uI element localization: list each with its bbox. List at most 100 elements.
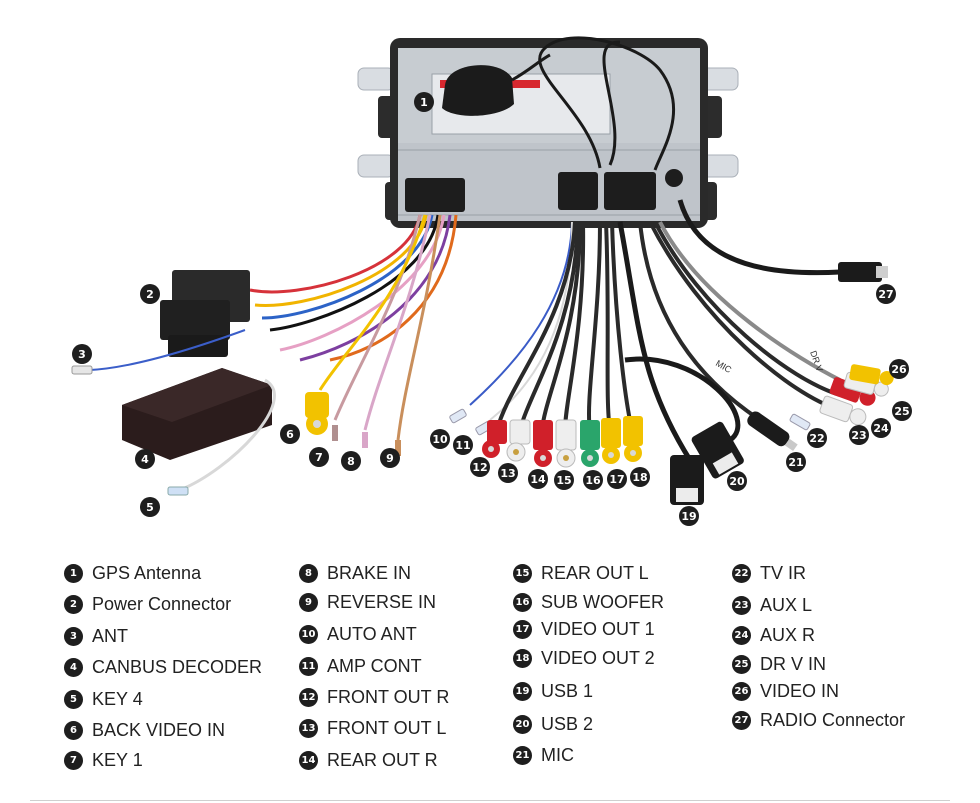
callout-10: 10 <box>430 429 450 449</box>
key4-terminal <box>167 486 189 496</box>
power-harness <box>249 214 458 441</box>
legend-number: 19 <box>513 682 532 701</box>
wiring-diagram: MIC DR V <box>71 36 894 505</box>
callout-22: 22 <box>807 428 827 448</box>
legend-item: 7 KEY 1 <box>64 750 143 771</box>
legend-label: REAR OUT R <box>327 750 438 770</box>
back-video-in-rca <box>305 392 329 435</box>
legend-item: 9 REVERSE IN <box>299 592 436 613</box>
legend-number: 9 <box>299 593 318 612</box>
legend-number: 20 <box>513 715 532 734</box>
rca-video-out-1 <box>601 418 621 464</box>
usb-1-plug <box>670 455 704 505</box>
rca-sub-woofer <box>580 420 600 467</box>
callout-23: 23 <box>849 425 869 445</box>
mic-plug <box>747 411 798 452</box>
gps-antenna <box>442 36 676 171</box>
legend-number: 22 <box>732 564 751 583</box>
audio-harness <box>469 199 841 462</box>
callout-4: 4 <box>135 449 155 469</box>
legend-label: USB 2 <box>541 714 594 734</box>
legend-label: CANBUS DECODER <box>92 657 263 677</box>
key4-wire <box>179 378 276 492</box>
callout-3: 3 <box>72 344 92 364</box>
head-unit <box>357 38 739 228</box>
callout-14: 14 <box>528 469 548 489</box>
legend-item: 21 MIC <box>513 745 574 766</box>
legend-label: AUTO ANT <box>327 624 417 644</box>
legend-number: 13 <box>299 719 318 738</box>
legend-number: 3 <box>64 627 83 646</box>
legend-item: 3 ANT <box>64 626 128 647</box>
legend-label: SUB WOOFER <box>541 592 665 612</box>
legend-label: FRONT OUT L <box>327 718 447 738</box>
callout-5: 5 <box>140 497 160 517</box>
legend-item: 10 AUTO ANT <box>299 624 417 645</box>
bottom-divider <box>30 800 950 801</box>
rca-rear-out-r <box>533 420 553 467</box>
rca-front-out-l <box>506 419 531 462</box>
callout-13: 13 <box>498 463 518 483</box>
legend-number: 18 <box>513 649 532 668</box>
legend-label: BRAKE IN <box>327 563 412 583</box>
rca-rear-out-l <box>555 419 577 468</box>
legend-number: 7 <box>64 751 83 770</box>
callout-15: 15 <box>554 470 574 490</box>
callout-26: 26 <box>889 359 909 379</box>
legend-label: AMP CONT <box>327 656 422 676</box>
legend-label: BACK VIDEO IN <box>92 720 226 740</box>
legend-number: 15 <box>513 564 532 583</box>
legend-item: 8 BRAKE IN <box>299 563 411 584</box>
legend-item: 6 BACK VIDEO IN <box>64 720 225 741</box>
callout-7: 7 <box>309 447 329 467</box>
legend-number: 23 <box>732 596 751 615</box>
legend-number: 27 <box>732 711 751 730</box>
callout-21: 21 <box>786 452 806 472</box>
legend-number: 17 <box>513 620 532 639</box>
callout-19: 19 <box>679 506 699 526</box>
legend-number: 21 <box>513 746 532 765</box>
rca-video-out-2 <box>623 416 643 462</box>
legend-number: 1 <box>64 564 83 583</box>
radio-connector-plug <box>838 262 888 282</box>
mic-tag: MIC <box>714 358 734 375</box>
legend-label: MIC <box>541 745 574 765</box>
legend-number: 11 <box>299 657 318 676</box>
legend-label: REVERSE IN <box>327 592 437 612</box>
legend-item: 17 VIDEO OUT 1 <box>513 619 655 640</box>
callout-18: 18 <box>630 467 650 487</box>
legend-item: 1 GPS Antenna <box>64 563 201 584</box>
legend-item: 11 AMP CONT <box>299 656 422 677</box>
legend-number: 16 <box>513 593 532 612</box>
legend-number: 24 <box>732 626 751 645</box>
legend-label: Power Connector <box>92 594 232 614</box>
callout-8: 8 <box>341 451 361 471</box>
legend-number: 12 <box>299 688 318 707</box>
legend-label: ANT <box>92 626 128 646</box>
legend-number: 6 <box>64 721 83 740</box>
legend-label: KEY 4 <box>92 689 143 709</box>
legend-number: 10 <box>299 625 318 644</box>
legend-label: VIDEO IN <box>760 681 840 701</box>
callout-2: 2 <box>140 284 160 304</box>
legend-item: 20 USB 2 <box>513 714 593 735</box>
legend-number: 8 <box>299 564 318 583</box>
callout-17: 17 <box>607 469 627 489</box>
legend-label: GPS Antenna <box>92 563 202 583</box>
callout-27: 27 <box>876 284 896 304</box>
legend-label: VIDEO OUT 2 <box>541 648 655 668</box>
legend-label: KEY 1 <box>92 750 143 770</box>
legend-number: 5 <box>64 690 83 709</box>
rca-front-out-r <box>482 420 507 458</box>
legend-label: VIDEO OUT 1 <box>541 619 655 639</box>
tv-ir-terminal <box>789 413 811 431</box>
